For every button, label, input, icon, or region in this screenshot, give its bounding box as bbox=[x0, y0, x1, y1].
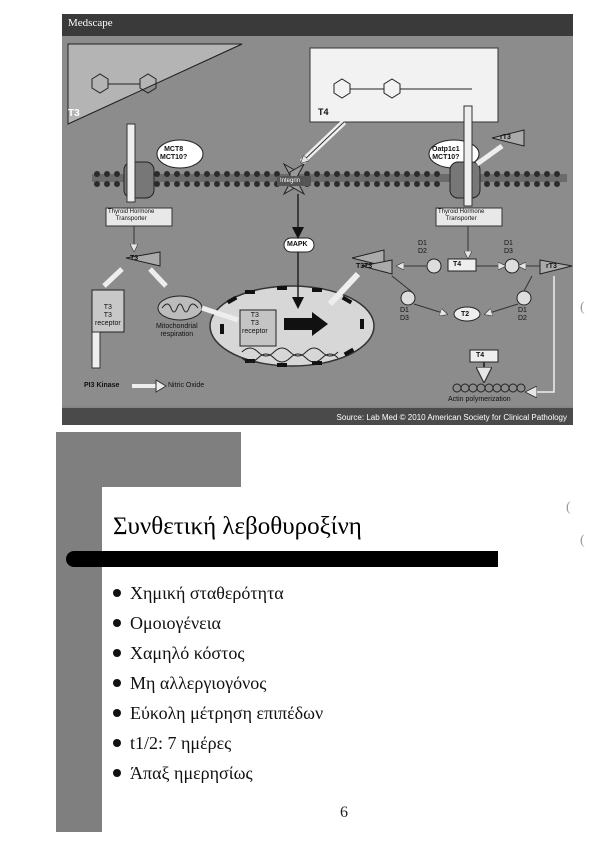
pathway-diagram bbox=[62, 14, 573, 425]
margin-mark: ( bbox=[580, 533, 585, 548]
nucleus-receptor-label: T3 T3 receptor bbox=[242, 312, 268, 335]
transporter-right-label: Thyroid Hormone Transporter bbox=[438, 209, 485, 222]
t4-lower-label: T4 bbox=[476, 352, 485, 359]
actin-label: Actin polymerization bbox=[448, 396, 511, 403]
t3-label: T3 bbox=[68, 108, 80, 119]
t3-nucleus-label: T3 bbox=[356, 263, 365, 270]
list-item: Χαμηλό κόστος bbox=[113, 638, 323, 668]
slide-decor-top bbox=[56, 432, 241, 487]
slide-decor-left bbox=[56, 487, 102, 832]
page-number: 6 bbox=[340, 804, 348, 821]
list-item: Εύκολη μέτρηση επιπέδων bbox=[113, 698, 323, 728]
bullet-icon bbox=[113, 708, 121, 717]
t2-label: T2 bbox=[461, 311, 470, 318]
rt3-right-label: rT3 bbox=[546, 263, 557, 270]
bullet-icon bbox=[113, 648, 121, 657]
medscape-logo: Medscape bbox=[68, 17, 113, 29]
d1d3-top-label: D1 D3 bbox=[504, 240, 513, 255]
d1d3-bottom-label: D1 D3 bbox=[400, 307, 409, 322]
list-item: Μη αλλεργιογόνος bbox=[113, 668, 323, 698]
bullet-icon bbox=[113, 588, 121, 597]
transporter-left-label: Thyroid Hormone Transporter bbox=[108, 209, 155, 222]
list-item: Ομοιογένεια bbox=[113, 608, 323, 638]
margin-mark: ( bbox=[566, 500, 571, 515]
nitric-oxide-label: Nitric Oxide bbox=[168, 382, 205, 389]
list-item: t1/2: 7 ημέρες bbox=[113, 728, 323, 758]
margin-mark: ( bbox=[580, 300, 585, 315]
bullet-icon bbox=[113, 738, 121, 747]
t3-receptor-label: T3 T3 receptor bbox=[95, 304, 121, 327]
t4-mid-label: T4 bbox=[453, 261, 462, 268]
bullet-icon bbox=[113, 678, 121, 687]
title-underline-bar bbox=[66, 551, 498, 567]
mapk-label: MAPK bbox=[287, 241, 308, 248]
mito-label: Mitochondrial respiration bbox=[156, 323, 198, 338]
list-item: Άπαξ ημερησίως bbox=[113, 758, 323, 788]
bullet-icon bbox=[113, 768, 121, 777]
bullet-list: Χημική σταθερότητα Ομοιογένεια Χαμηλό κό… bbox=[113, 578, 323, 788]
thyroid-hormone-diagram-slide: Medscape T3 T4 MCT8 MCT10? Oatp1c1 MCT10… bbox=[62, 14, 573, 425]
oatp-label: Oatp1c1 MCT10? bbox=[432, 146, 460, 161]
t3-right-label: T3 bbox=[364, 263, 373, 270]
slide-title: Συνθετική λεβοθυροξίνη bbox=[113, 513, 362, 540]
pi3k-label: PI3 Kinase bbox=[84, 382, 120, 389]
source-credit: Source: Lab Med © 2010 American Society … bbox=[336, 413, 567, 422]
bullet-icon bbox=[113, 618, 121, 627]
d1d2-bottom-label: D1 D2 bbox=[518, 307, 527, 322]
t3-small-label: T3 bbox=[130, 255, 139, 262]
t4-label: T4 bbox=[318, 107, 329, 117]
d1d2-top-label: D1 D2 bbox=[418, 240, 427, 255]
integrin-label: Integrin bbox=[280, 178, 301, 184]
rt3-top-label: rT3 bbox=[500, 134, 511, 141]
list-item: Χημική σταθερότητα bbox=[113, 578, 323, 608]
mct-label: MCT8 MCT10? bbox=[160, 146, 188, 161]
